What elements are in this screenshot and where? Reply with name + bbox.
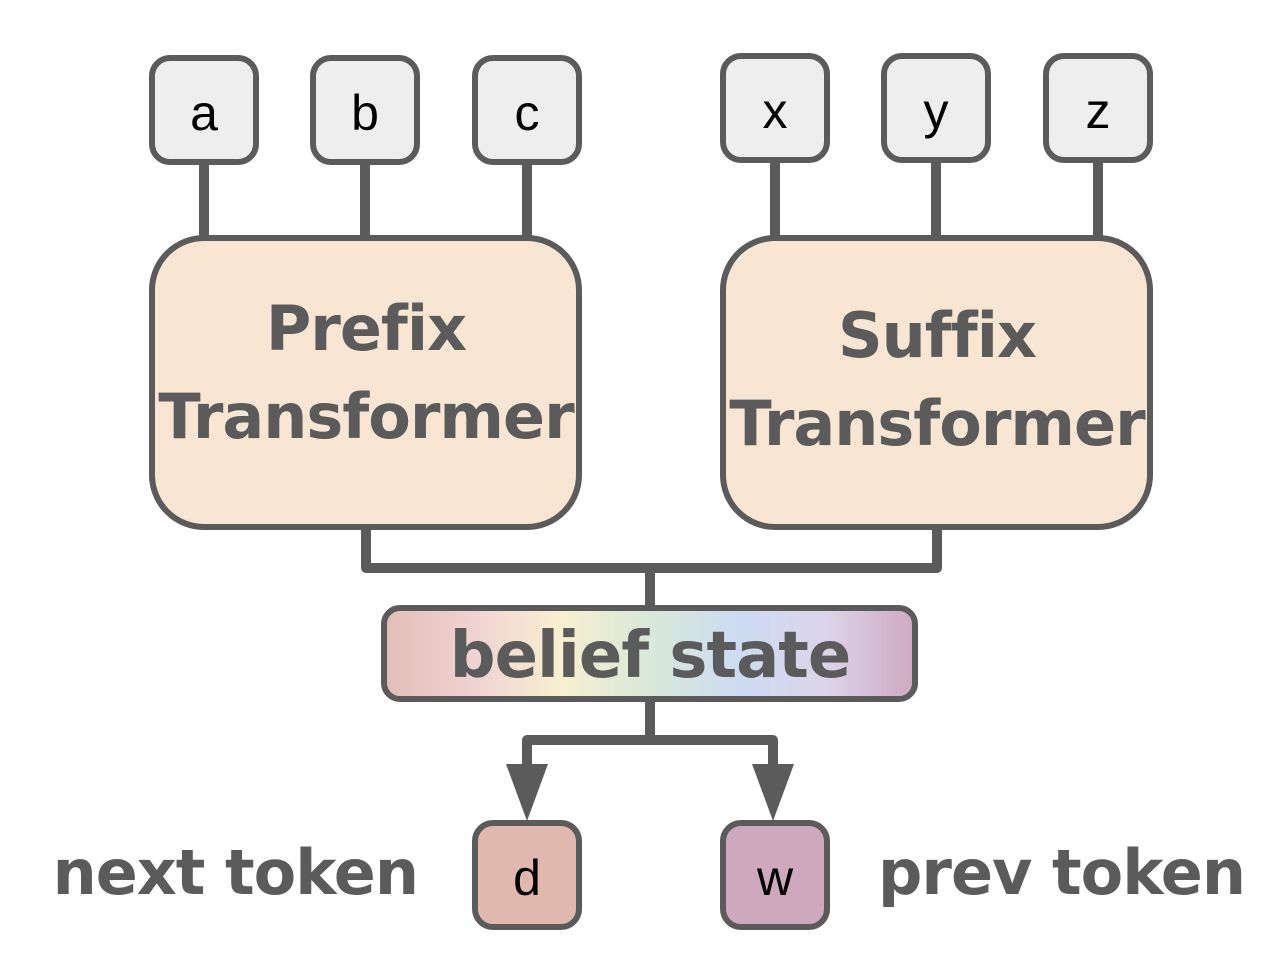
token-a: a (149, 55, 259, 165)
belief-state-block: belief state (381, 605, 918, 702)
token-label: y (924, 83, 949, 139)
merge-connector (361, 528, 942, 608)
suffix-input-tokens: x y z (720, 53, 1153, 163)
token-x: x (720, 53, 830, 163)
token-label: c (515, 85, 540, 141)
input-connectors (199, 160, 1103, 238)
token-label: x (763, 83, 788, 139)
prev-token-output: w prev token (720, 820, 1246, 930)
token-z: z (1043, 53, 1153, 163)
arrow-down-icon (752, 764, 794, 821)
next-token-output: next token d (53, 820, 582, 930)
token-label: z (1086, 83, 1111, 139)
prefix-transformer-block: Prefix Transformer (149, 235, 582, 530)
next-token-caption: next token (53, 836, 418, 909)
suffix-transformer-title-line1: Suffix (838, 299, 1037, 372)
belief-state-label: belief state (450, 619, 851, 693)
next-token-label: d (513, 850, 541, 906)
suffix-transformer-title-line2: Transformer (729, 387, 1146, 460)
token-label: b (351, 85, 379, 141)
suffix-transformer-block: Suffix Transformer (720, 235, 1153, 530)
prefix-transformer-title-line1: Prefix (266, 292, 467, 365)
token-c: c (472, 55, 582, 165)
prefix-transformer-title-line2: Transformer (158, 380, 575, 453)
token-b: b (310, 55, 420, 165)
prefix-input-tokens: a b c (149, 55, 582, 165)
arrow-down-icon (506, 764, 548, 821)
prev-token-caption: prev token (878, 836, 1245, 909)
token-label: a (190, 85, 218, 141)
token-y: y (881, 53, 991, 163)
split-connector (522, 700, 778, 768)
prev-token-label: w (756, 850, 794, 906)
